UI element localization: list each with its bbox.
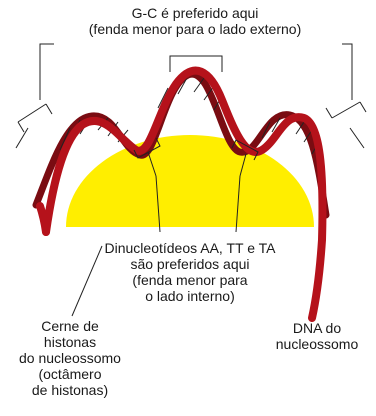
label-top: G-C é preferido aqui (fenda menor para o… — [45, 5, 345, 37]
label-center: Dinucleotídeos AA, TT e TA são preferido… — [80, 240, 300, 304]
label-top-line-1: G-C é preferido aqui — [131, 5, 259, 21]
label-core-line-5: de histonas) — [31, 382, 109, 398]
label-center-line-3: (fenda menor para — [132, 272, 248, 288]
bracket-inner-left — [133, 137, 161, 233]
label-center-line-1: Dinucleotídeos AA, TT e TA — [104, 240, 276, 256]
label-core: Cerne de histonas do nucleossomo (octâme… — [0, 318, 140, 398]
dna-strand-left-tail — [36, 202, 50, 236]
bracket-top — [169, 55, 223, 72]
leader-core — [71, 245, 103, 317]
bracket-outer-left — [15, 43, 54, 149]
label-center-line-2: são preferidos aqui — [130, 256, 250, 272]
label-dna: DNA do nucleossomo — [258, 320, 376, 352]
histone-core — [66, 135, 314, 227]
label-dna-line-1: DNA do — [292, 320, 342, 336]
bracket-inner-right — [231, 139, 259, 233]
label-core-line-3: do nucleossomo — [19, 350, 121, 366]
label-core-line-4: (octâmero — [38, 366, 102, 382]
label-top-line-2: (fenda menor para o lado externo) — [88, 21, 302, 37]
label-core-line-2: histonas — [43, 334, 97, 350]
label-core-line-1: Cerne de — [41, 318, 99, 334]
label-dna-line-2: nucleossomo — [275, 336, 359, 352]
label-center-line-4: o lado interno) — [145, 288, 235, 304]
dna-strand-front — [42, 66, 327, 322]
bracket-outer-right — [325, 43, 367, 149]
